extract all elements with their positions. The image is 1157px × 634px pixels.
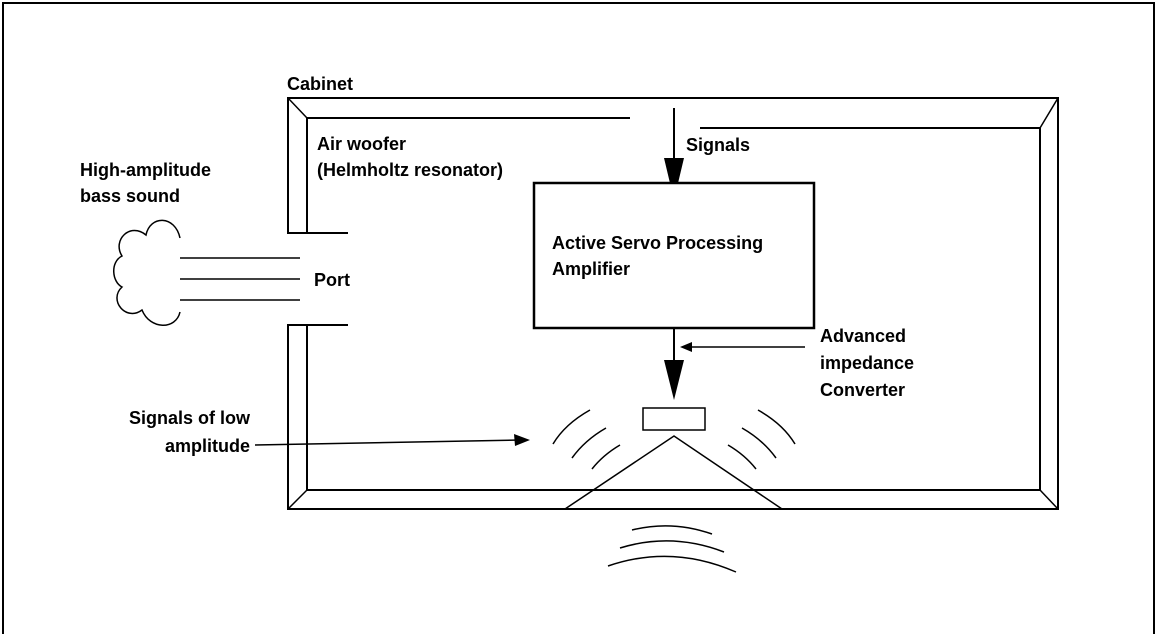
sound-waves-right (727, 409, 796, 470)
label-advanced: Advanced (820, 326, 906, 346)
label-helmholtz-resonator: (Helmholtz resonator) (317, 160, 503, 180)
label-impedance: impedance (820, 353, 914, 373)
label-air-woofer: Air woofer (317, 134, 406, 154)
cabinet-corner-bl (287, 489, 308, 510)
label-amplifier-line1: Active Servo Processing (552, 233, 763, 253)
cabinet-corner-tl (287, 97, 308, 119)
label-converter: Converter (820, 380, 905, 400)
label-cabinet: Cabinet (287, 74, 353, 94)
sound-cloud-icon (113, 219, 181, 326)
driver-cone (564, 435, 783, 510)
label-amplifier-line2: Amplifier (552, 259, 630, 279)
amplifier-box (532, 181, 816, 330)
low-amplitude-pointer (254, 434, 530, 446)
cabinet-outer-wall (287, 97, 1059, 510)
label-signals: Signals (686, 135, 750, 155)
cabinet-inner-wall (306, 117, 630, 234)
amplifier-output-arrow (664, 328, 684, 400)
impedance-converter-pointer (680, 342, 805, 352)
cabinet-corner-br (1039, 489, 1059, 510)
label-amplitude: amplitude (165, 436, 250, 456)
port-airflow-lines (180, 257, 300, 301)
cabinet-corner-tr (1039, 97, 1059, 129)
sound-waves-bottom (607, 525, 737, 573)
label-port: Port (314, 270, 350, 290)
sound-waves-left (552, 409, 621, 470)
signals-input-arrow (664, 108, 684, 200)
label-bass-sound: bass sound (80, 186, 180, 206)
label-high-amplitude: High-amplitude (80, 160, 211, 180)
driver-magnet (642, 407, 706, 431)
label-signals-low: Signals of low (129, 408, 251, 428)
